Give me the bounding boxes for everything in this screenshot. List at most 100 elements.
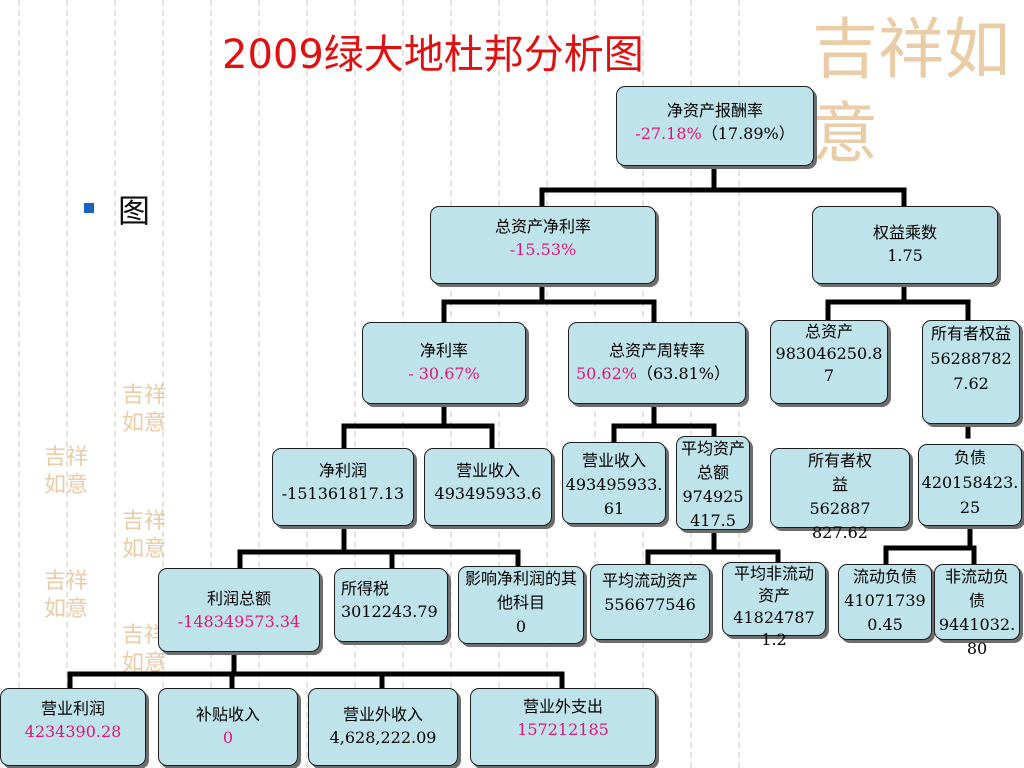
- connector-margin: [341, 401, 495, 451]
- node-current-liabilities: 流动负债 410717390.45: [838, 564, 932, 640]
- node-value: 420158423.25: [921, 473, 1019, 517]
- node-value: 410717390.45: [844, 591, 926, 634]
- node-label: 所有者权益: [930, 324, 1011, 343]
- node-value: 418247871.2: [733, 608, 815, 649]
- background-stripe: [546, 0, 548, 768]
- decor-seal-small: 吉祥如意: [122, 383, 167, 436]
- node-label: 流动负债: [853, 567, 918, 586]
- background-stripe: [66, 0, 68, 768]
- background-stripe: [18, 0, 20, 768]
- node-other-items: 影响净利润的其他科目 0: [458, 566, 584, 644]
- node-value: 983046250.87: [775, 344, 883, 385]
- node-label: 总资产: [804, 322, 853, 341]
- node-owner-equity-2: 所有者权益 562887827.62: [770, 448, 910, 542]
- node-label: 总资产周转率: [608, 341, 705, 360]
- decor-seal-small: 吉祥如意: [44, 569, 89, 622]
- node-revenue-2: 营业收入 493495933.61: [562, 442, 666, 524]
- node-operating-profit: 营业利润 4234390.28: [0, 688, 146, 766]
- background-stripe: [306, 0, 308, 768]
- node-label: 营业利润: [40, 699, 105, 718]
- node-label: 营业收入: [455, 461, 520, 480]
- node-liabilities: 负债 420158423.25: [918, 444, 1022, 526]
- node-avg-noncurrent-assets: 平均非流动资产 418247871.2: [722, 562, 826, 649]
- bullet-marker: [84, 203, 94, 213]
- connector-em: [825, 281, 971, 323]
- node-label: 影响净利润的其他科目: [464, 569, 577, 612]
- decor-seal-small: 吉祥如意: [44, 445, 89, 498]
- node-value: 0: [222, 728, 234, 747]
- connector-avgassets: [645, 527, 781, 567]
- node-value: 4234390.28: [24, 722, 122, 741]
- node-value: 562887827.62: [930, 349, 1012, 393]
- bullet-text: 图: [118, 192, 151, 230]
- node-label: 利润总额: [206, 589, 271, 608]
- connector-turnover: [611, 401, 717, 445]
- node-value: 562887827.62: [809, 499, 871, 542]
- background-stripe: [354, 0, 356, 768]
- node-value: 50.62%: [575, 364, 637, 383]
- node-non-operating-income: 营业外收入 4,628,222.09: [308, 688, 458, 766]
- connector-roa: [441, 281, 657, 325]
- node-label: 负债: [953, 448, 986, 467]
- node-value: 1.75: [887, 246, 923, 265]
- node-label: 所有者权益: [807, 451, 872, 494]
- node-label: 营业外收入: [342, 705, 423, 724]
- node-value: - 30.67%: [408, 364, 480, 383]
- connector-roe: [539, 163, 907, 209]
- node-non-operating-expense: 营业外支出 157212185: [470, 688, 656, 766]
- node-label: 净资产报酬率: [666, 101, 763, 120]
- node-income-tax: 所得税 3012243.79: [334, 568, 448, 642]
- connector-liab: [883, 523, 977, 567]
- node-value: 4,628,222.09: [329, 728, 437, 747]
- background-stripe: [114, 0, 116, 768]
- node-label: 净利率: [419, 341, 468, 360]
- node-label: 补贴收入: [195, 705, 260, 724]
- node-equity-multiplier: 权益乘数 1.75: [812, 206, 998, 284]
- node-value-line: 50.62%（63.81%）: [576, 362, 730, 385]
- node-roe: 净资产报酬率 -27.18%（17.89%）: [616, 86, 814, 166]
- node-extra: （17.89%）: [701, 124, 795, 143]
- node-label: 平均流动资产: [601, 571, 698, 590]
- background-stripe: [210, 0, 212, 768]
- node-value: -27.18%: [635, 124, 702, 143]
- node-avg-total-assets: 平均资产总额 974925417.5: [676, 436, 750, 530]
- node-total-assets: 总资产 983046250.87: [770, 320, 888, 404]
- node-label: 所得税: [341, 579, 390, 598]
- connector-totalprofit: [67, 649, 565, 691]
- node-value: -148349573.34: [177, 612, 301, 631]
- node-value: -151361817.13: [281, 484, 405, 503]
- node-owner-equity: 所有者权益 562887827.62: [922, 320, 1020, 424]
- node-value: 3012243.79: [341, 602, 438, 621]
- node-value: 0: [515, 617, 527, 636]
- node-value: 974925417.5: [682, 487, 744, 530]
- background-stripe: [258, 0, 260, 768]
- node-value: 493495933.61: [565, 475, 663, 518]
- node-value: -15.53%: [509, 240, 577, 259]
- decor-seal-large: 吉祥如意: [812, 11, 1010, 172]
- node-net-profit: 净利润 -151361817.13: [272, 448, 414, 526]
- node-total-profit: 利润总额 -148349573.34: [158, 568, 320, 652]
- node-avg-current-assets: 平均流动资产 556677546: [590, 564, 710, 640]
- connector-netprofit: [237, 523, 521, 569]
- node-extra: （63.81%）: [637, 364, 731, 383]
- node-label: 净利润: [318, 461, 367, 480]
- node-noncurrent-liabilities: 非流动负债 9441032.80: [934, 564, 1020, 658]
- decor-seal-small: 吉祥如意: [122, 509, 167, 562]
- node-label: 营业外支出: [522, 697, 603, 716]
- node-value: 493495933.6: [434, 484, 542, 503]
- node-label: 总资产净利率: [494, 217, 591, 236]
- node-value: 157212185: [517, 720, 609, 739]
- node-asset-turnover: 总资产周转率 50.62%（63.81%）: [568, 322, 746, 404]
- node-net-margin: 净利率 - 30.67%: [362, 322, 526, 404]
- node-revenue: 营业收入 493495933.6: [424, 448, 552, 526]
- background-stripe: [162, 0, 164, 768]
- node-label: 营业收入: [581, 451, 646, 470]
- node-label: 平均非流动资产: [733, 564, 814, 605]
- node-subsidy-income: 补贴收入 0: [158, 688, 298, 766]
- node-value: 9441032.80: [938, 615, 1016, 658]
- slide-title: 2009绿大地杜邦分析图: [222, 32, 644, 78]
- node-value-line: -27.18%（17.89%）: [635, 122, 794, 145]
- node-value: 556677546: [604, 595, 696, 614]
- node-roa: 总资产净利率 -15.53%: [430, 206, 656, 284]
